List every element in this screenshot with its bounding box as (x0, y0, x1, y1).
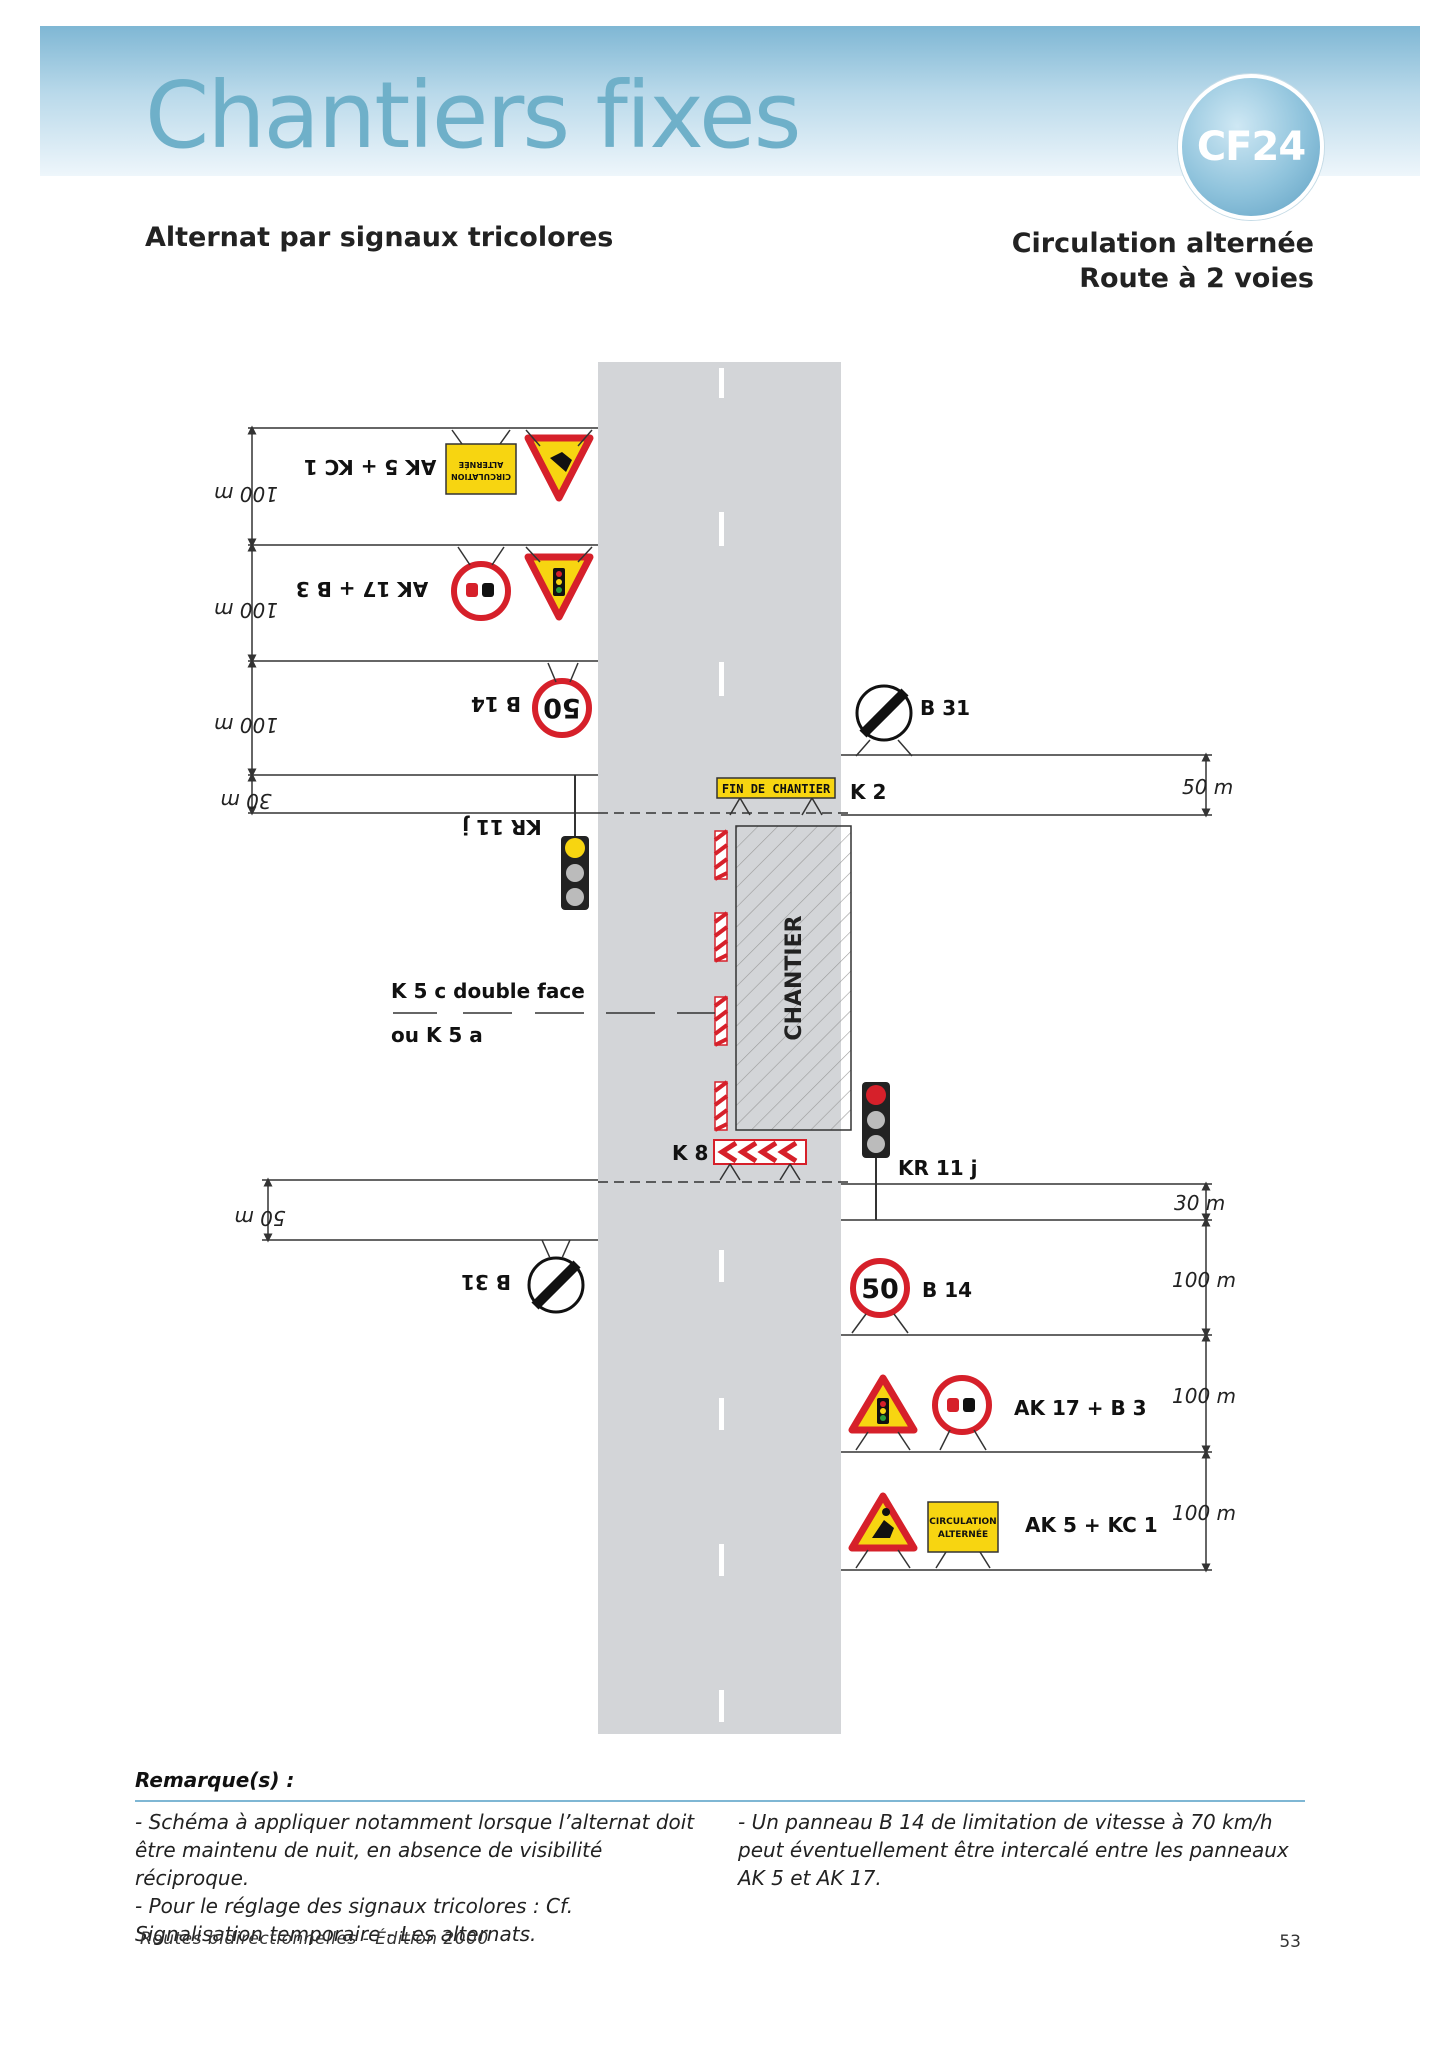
fin-de-chantier-text: FIN DE CHANTIER (722, 782, 831, 796)
worker-icon (872, 1508, 894, 1538)
speed-limit-50-icon (850, 1258, 910, 1318)
no-overtaking-icon (932, 1375, 992, 1435)
label-ak17-b3-inverted: AK 17 + B 3 (296, 577, 429, 601)
ak5-kc1-inverted-signs: CIRCULATION ALTERNÉE AK 5 + KC 1 (304, 429, 594, 502)
remarks-title: Remarque(s) : (135, 1768, 295, 1792)
label-kr11j: KR 11 j (898, 1156, 978, 1180)
traffic-mode: Circulation alternée (1011, 228, 1314, 259)
label-b31-inverted: B 31 (461, 1270, 511, 1294)
page-subtitle: Alternat par signaux tricolores (145, 222, 614, 253)
dashed-cross-lines (598, 812, 850, 1183)
remark-item: - Schéma à appliquer notamment lorsque l… (135, 1810, 695, 1890)
remarks-left-column: - Schéma à appliquer notamment lorsque l… (135, 1808, 707, 1948)
k5-cone (713, 995, 729, 1047)
ak17-b3-inverted-signs: AK 17 + B 3 (296, 546, 594, 621)
dist-right-2: 30 m (1174, 1191, 1225, 1215)
work-zone-label: CHANTIER (782, 915, 807, 1040)
dist-right-4: 100 m (1172, 1384, 1236, 1408)
dist-left-5: 50 m (234, 1206, 285, 1230)
remark-item: - Pour le réglage des signaux tricolores… (135, 1894, 574, 1946)
amber-light-icon (565, 838, 585, 858)
label-k5a: ou K 5 a (391, 1023, 483, 1047)
work-zone: CHANTIER (735, 825, 852, 1131)
label-b31-top: B 31 (920, 696, 970, 720)
remarks-right-column: - Un panneau B 14 de limitation de vites… (738, 1808, 1308, 1892)
ak17-b3-signs: AK 17 + B 3 (848, 1374, 1147, 1451)
dist-left-1: 100 m (214, 482, 278, 506)
k5-cone (713, 829, 729, 881)
b31-inverted-sign: B 31 (461, 1239, 585, 1314)
k2-end-of-works: FIN DE CHANTIER K 2 (716, 777, 886, 816)
dist-left-4: 30 m (220, 789, 271, 813)
speed-limit-50-icon (532, 678, 592, 738)
b14-sign: 50 B 14 (850, 1258, 972, 1334)
label-ak5-kc1: AK 5 + KC 1 (1025, 1513, 1158, 1537)
kr11j-inverted-traffic-light: KR 11 j (462, 775, 589, 910)
kc1-bottom-text-1: CIRCULATION (929, 1517, 996, 1527)
kc1-bottom-text-2: ALTERNÉE (938, 1528, 988, 1540)
k5-cone (713, 1080, 729, 1132)
footer-source: Routes bidirectionnelles - Édition 2000 (140, 1929, 489, 1949)
kr11j-traffic-light: KR 11 j (862, 1082, 978, 1220)
kc1-text-2: ALTERNÉE (459, 460, 504, 471)
no-overtaking-icon (451, 561, 511, 621)
remark-item: - Un panneau B 14 de limitation de vites… (738, 1810, 1289, 1890)
page-number: 53 (1279, 1932, 1301, 1952)
road-type: Route à 2 voies (1079, 263, 1314, 294)
k8-chevron-panel: K 8 (672, 1139, 807, 1181)
k5-label-group: K 5 c double face ou K 5 a (391, 979, 715, 1047)
label-b14-inverted: B 14 (471, 692, 521, 716)
label-b14: B 14 (922, 1278, 972, 1302)
speed-text-inverted: 50 (543, 692, 581, 723)
label-k8: K 8 (672, 1141, 708, 1165)
left-reference-lines (248, 427, 598, 1241)
circulation-alternee-panel (445, 443, 517, 495)
label-ak5-kc1-inverted: AK 5 + KC 1 (304, 455, 437, 479)
kc1-text-1: CIRCULATION (451, 472, 511, 481)
label-k5c: K 5 c double face (391, 979, 585, 1003)
label-k2: K 2 (850, 780, 886, 804)
right-reference-lines (841, 754, 1212, 1571)
label-kr11j-inverted: KR 11 j (462, 815, 542, 839)
b14-inverted-sign: 50 B 14 (471, 662, 592, 738)
remarks-divider (135, 1800, 1305, 1802)
red-light-icon (866, 1085, 886, 1105)
k5-cones (713, 829, 729, 1132)
left-dimension-arrows (247, 425, 273, 1243)
circulation-alternee-panel (927, 1501, 999, 1553)
fin-de-chantier-panel (716, 777, 836, 799)
speed-text: 50 (861, 1274, 899, 1305)
dist-left-2: 100 m (214, 598, 278, 622)
center-line-dashes (719, 368, 724, 1722)
traffic-info: Circulation alternée Route à 2 voies (1012, 226, 1314, 296)
b31-top-sign: B 31 (855, 684, 970, 757)
worker-icon (550, 452, 572, 472)
dist-right-5: 100 m (1172, 1501, 1236, 1525)
k5-cone (713, 911, 729, 963)
section-badge: CF24 (1178, 74, 1324, 220)
roadworks-warning-icon (524, 434, 594, 502)
dist-right-1: 50 m (1182, 775, 1233, 799)
label-ak17-b3: AK 17 + B 3 (1014, 1396, 1147, 1420)
page-title: Chantiers fixes (145, 62, 802, 169)
dist-left-3: 100 m (214, 713, 278, 737)
dist-right-3: 100 m (1172, 1268, 1236, 1292)
ak5-kc1-signs: CIRCULATION ALTERNÉE AK 5 + KC 1 (848, 1492, 1158, 1569)
